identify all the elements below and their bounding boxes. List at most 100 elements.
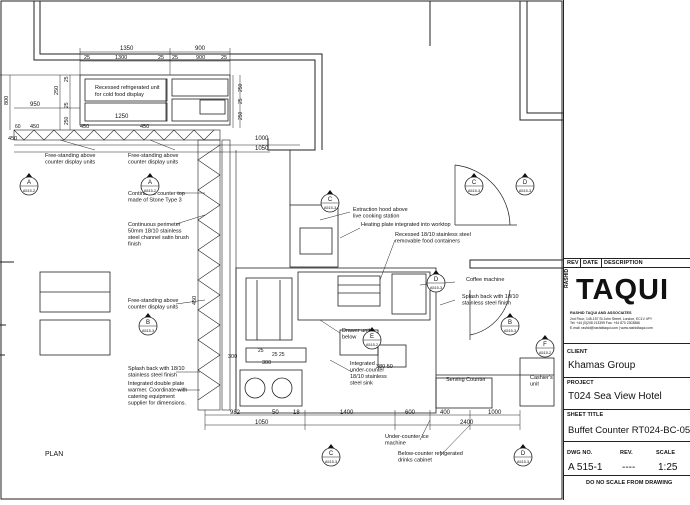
scale-label: SCALE (656, 450, 676, 456)
cold-display-counter (79, 74, 231, 126)
section-tag-arrow (327, 190, 333, 194)
dim-label: 1000 (488, 410, 502, 416)
dwg-no-label: DWG NO. (567, 450, 593, 456)
dim-label: 1250 (115, 114, 129, 120)
project-value: T024 Sea View Hotel (568, 391, 662, 402)
dim-label: 25 (64, 76, 70, 82)
client-label: CLIENT (567, 349, 588, 355)
sheet-title-label: SHEET TITLE (567, 412, 604, 418)
door-swings (454, 164, 517, 340)
company-name: RASHID TAQUI AND ASSOCIATES (570, 311, 632, 315)
dim-label: 1400 (340, 410, 354, 416)
section-tag-c3: C A515-3 (464, 173, 484, 196)
section-tag-arrow (542, 335, 548, 339)
top-dimensions (79, 48, 231, 75)
dim-label: 450 (140, 124, 149, 130)
logo-side-text: RASHID (564, 268, 570, 288)
dim-label: 450 (8, 136, 17, 142)
sheet-title-section: SHEET TITLE Buffet Counter RT024-BC-05 (564, 410, 690, 442)
section-tag-a2: A A515-2 (140, 173, 160, 196)
dim-label: 450 (30, 124, 39, 130)
dim-label: 250 (238, 83, 244, 92)
section-tag-arrow (147, 173, 153, 177)
section-tag-letter: C (472, 180, 477, 186)
section-tag-sheet: A515-3 (325, 460, 337, 464)
brand-logo: TAQUI (576, 274, 670, 306)
section-tag-sheet: A515-3 (504, 329, 516, 333)
dim-label: 25 (172, 55, 178, 61)
client-value: Khamas Group (568, 360, 636, 371)
section-tag-sheet: A515-3 (430, 286, 442, 290)
dim-label: 250 (54, 86, 60, 95)
dim-label: 2400 (460, 420, 474, 426)
serving-counter (435, 357, 555, 409)
leader-lines (59, 139, 471, 457)
section-tag-arrow (328, 444, 334, 448)
dim-label: 300 (228, 354, 237, 360)
section-tag-arrow (433, 270, 439, 274)
dim-label: 1050 (255, 420, 269, 426)
section-tag-letter: D (434, 277, 439, 283)
section-tag-sheet: A515-3 (517, 460, 529, 464)
section-tag-sheet: A515-3 (468, 189, 480, 193)
section-tag-letter: C (329, 451, 334, 457)
dim-label: 1000 (255, 136, 269, 142)
section-tag-sheet: A515-3 (142, 329, 154, 333)
plan-label: PLAN (45, 451, 63, 458)
dim-label: 25 (64, 102, 70, 108)
section-tag-letter: A (27, 180, 31, 186)
dim-label: 1300 (115, 55, 127, 61)
section-tag-arrow (520, 444, 526, 448)
section-tag-d3: D A515-3 (426, 270, 446, 293)
title-block: REV DATE DESCRIPTION RASHID TAQUI RASHID… (563, 0, 690, 500)
dim-label: 25 (258, 348, 264, 354)
revision-header-row: REV DATE DESCRIPTION (564, 258, 690, 268)
dim-label: 60 (15, 124, 21, 130)
section-tag-c2: C A515-3 (321, 444, 341, 467)
rev-value: ---- (622, 462, 636, 473)
project-label: PROJECT (567, 380, 594, 386)
dim-label: 450 (192, 296, 198, 305)
note-serving: Serving Counter (446, 377, 486, 383)
section-tag-letter: D (523, 180, 528, 186)
dim-label: 1350 (120, 46, 134, 52)
building-walls (0, 1, 563, 356)
section-tag-letter: A (148, 180, 152, 186)
dim-label: 900 (195, 46, 206, 52)
drawing-number-section: DWG NO. A 515-1 REV. ---- SCALE 1:25 (564, 442, 690, 476)
note-heating: Heating plate integrated into worktop (361, 222, 451, 228)
dim-label: 1050 (255, 146, 269, 152)
scale-value: 1:25 (658, 462, 678, 473)
section-tag-a1: A A515-2 (19, 173, 39, 196)
section-tags: AA515-2AA515-2BA515-3BA515-3CA515-3CA515… (19, 173, 555, 467)
section-tag-letter: F (543, 342, 547, 348)
dim-label: 18 (293, 410, 300, 416)
section-tag-sheet: A515-2 (144, 189, 156, 193)
dim-label: 800 (4, 96, 10, 105)
dwg-no-value: A 515-1 (568, 462, 603, 473)
section-tag-arrow (145, 313, 151, 317)
section-tag-d1: D A515-3 (515, 173, 535, 196)
no-scale-note: DO NO SCALE FROM DRAWING (586, 480, 673, 486)
dim-label: 25 25 (272, 352, 285, 358)
section-tag-sheet: A515-3 (519, 189, 531, 193)
section-tag-arrow (507, 313, 513, 317)
client-section: CLIENT Khamas Group (564, 344, 690, 378)
section-tag-sheet: A515-2 (23, 189, 35, 193)
